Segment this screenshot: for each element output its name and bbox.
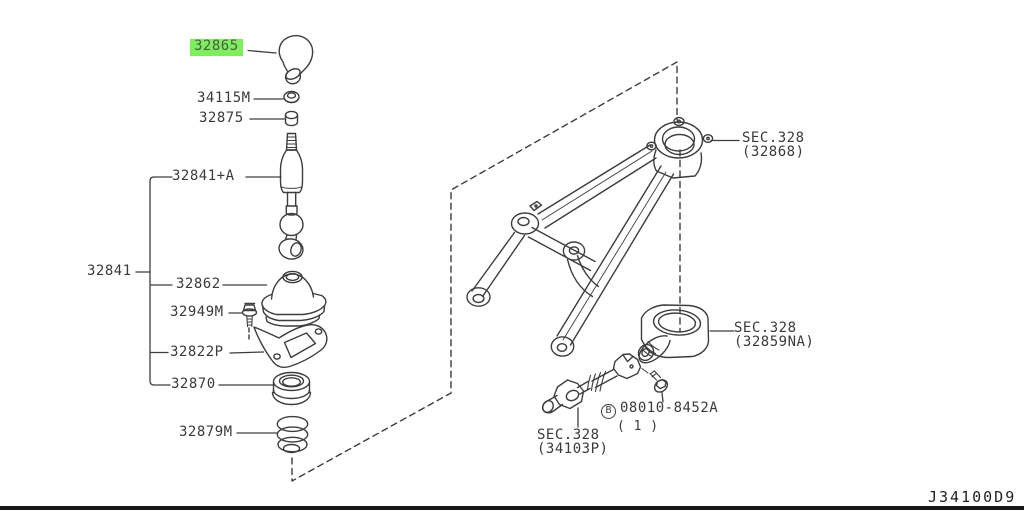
part-label-32822P[interactable]: 32822P [170,344,224,360]
control-lever-drawing [278,132,304,260]
part-label-34115M[interactable]: 34115M [197,90,251,106]
section-prefix: SEC.328 [734,320,797,336]
insulator-ring-drawing [271,371,312,406]
bolt-08010-drawing [641,368,669,393]
hardware-qty: ( 1 ) [617,419,659,434]
bottom-border-rule [0,506,1024,510]
striking-rod-housing-drawing [637,304,710,364]
section-label-34103P[interactable]: SEC.328 (34103P) [537,427,609,457]
leader-lines [135,49,740,434]
gasket-plate-drawing [253,323,328,368]
section-prefix: SEC.328 [742,130,805,146]
support-bracket-frame-drawing [466,116,714,357]
assembly-axis-dashed-line [291,61,678,482]
part-label-32865-highlighted[interactable]: 32865 [190,39,243,56]
section-ref: (32868) [742,143,805,160]
part-label-32870[interactable]: 32870 [171,376,216,392]
joint-assembly-drawing [541,353,642,414]
section-ref: (34103P) [537,440,609,457]
hardware-number: 08010-8452A [620,400,719,416]
part-label-32841A[interactable]: 32841+A [172,168,235,184]
shift-knob-drawing [278,34,314,85]
part-label-32875[interactable]: 32875 [199,110,244,126]
part-label-32862[interactable]: 32862 [176,276,221,292]
section-prefix: SEC.328 [537,427,600,443]
dust-boot-drawing [261,270,327,327]
drawing-code: J34100D9 [928,488,1017,506]
hardware-label-08010-8452A[interactable]: B 08010-8452A ( 1 ) [601,400,719,434]
bolt-32949-drawing [241,302,258,328]
part-label-32879M[interactable]: 32879M [179,424,233,440]
circled-b-mark: B [601,404,616,419]
highlight-box[interactable]: 32865 [190,39,243,56]
part-label-32949M[interactable]: 32949M [170,304,224,320]
return-spring-drawing [276,415,309,454]
lock-nut-drawing [283,90,300,104]
section-ref: (32859NA) [734,333,815,350]
section-label-32868[interactable]: SEC.328 (32868) [742,130,805,160]
section-label-32859NA[interactable]: SEC.328 (32859NA) [734,320,815,350]
part-label-32841[interactable]: 32841 [87,263,132,279]
bushing-drawing [284,110,299,127]
